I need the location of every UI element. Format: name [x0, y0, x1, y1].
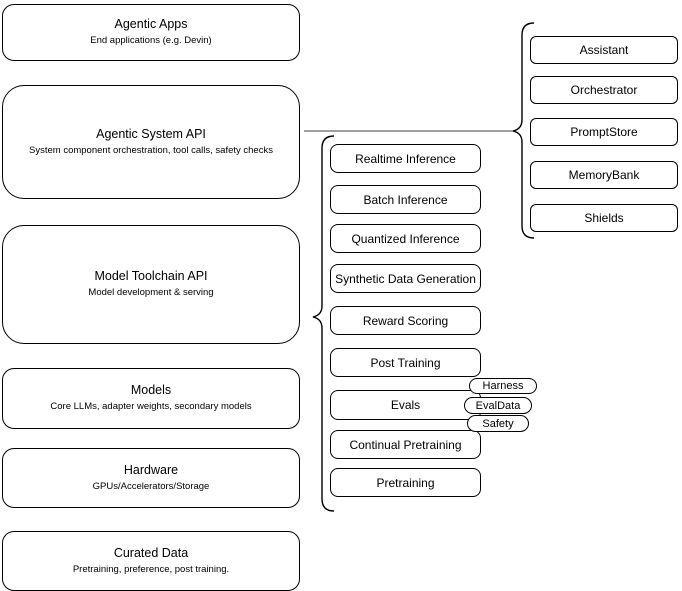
tag-harness: Harness [469, 378, 537, 394]
box-quantized-inference: Quantized Inference [330, 224, 481, 253]
box-title: Agentic Apps [114, 17, 188, 32]
box-title: Hardware [123, 462, 179, 477]
box-subtitle: Model development & serving [88, 287, 214, 299]
box-post-training: Post Training [330, 348, 481, 377]
box-assistant: Assistant [530, 36, 678, 64]
box-label: Shields [584, 211, 624, 225]
box-reward-scoring: Reward Scoring [330, 306, 481, 335]
tag-label: Harness [482, 380, 524, 392]
box-title: Model Toolchain API [94, 269, 208, 284]
box-label: Realtime Inference [355, 151, 456, 166]
box-synthetic-data-generation: Synthetic Data Generation [330, 264, 481, 293]
box-subtitle: GPUs/Accelerators/Storage [92, 480, 210, 492]
box-label: Reward Scoring [362, 313, 449, 328]
box-label: PromptStore [570, 125, 638, 139]
box-title: Curated Data [113, 545, 189, 560]
box-title: Models [130, 383, 172, 398]
box-hardware: Hardware GPUs/Accelerators/Storage [2, 448, 300, 508]
box-model-toolchain-api: Model Toolchain API Model development & … [2, 225, 300, 344]
box-promptstore: PromptStore [530, 118, 678, 146]
box-models: Models Core LLMs, adapter weights, secon… [2, 368, 300, 429]
box-subtitle: End applications (e.g. Devin) [90, 35, 212, 47]
box-label: Assistant [579, 43, 629, 57]
box-title: Agentic System API [96, 126, 206, 141]
tag-safety: Safety [467, 415, 529, 432]
box-shields: Shields [530, 204, 678, 232]
box-label: Orchestrator [570, 83, 638, 97]
box-memorybank: MemoryBank [530, 161, 678, 189]
tag-label: Safety [482, 417, 514, 430]
box-batch-inference: Batch Inference [330, 185, 481, 214]
tag-label: EvalData [475, 399, 521, 412]
box-orchestrator: Orchestrator [530, 76, 678, 104]
box-label: Batch Inference [363, 192, 448, 207]
box-evals: Evals [330, 390, 481, 420]
box-label: Evals [390, 398, 421, 412]
box-agentic-system-api: Agentic System API System component orch… [2, 85, 300, 199]
box-subtitle: System component orchestration, tool cal… [29, 144, 273, 156]
box-curated-data: Curated Data Pretraining, preference, po… [2, 531, 300, 591]
box-agentic-apps: Agentic Apps End applications (e.g. Devi… [2, 4, 300, 61]
tag-evaldata: EvalData [464, 397, 532, 414]
box-pretraining: Pretraining [330, 468, 481, 497]
box-subtitle: Pretraining, preference, post training. [72, 563, 230, 575]
box-label: MemoryBank [568, 168, 640, 182]
box-label: Synthetic Data Generation [335, 271, 476, 286]
box-label: Pretraining [376, 475, 435, 490]
box-label: Quantized Inference [351, 231, 460, 246]
box-continual-pretraining: Continual Pretraining [330, 430, 481, 459]
box-label: Continual Pretraining [349, 437, 462, 452]
box-label: Post Training [370, 355, 441, 370]
box-realtime-inference: Realtime Inference [330, 144, 481, 173]
box-subtitle: Core LLMs, adapter weights, secondary mo… [50, 401, 252, 413]
